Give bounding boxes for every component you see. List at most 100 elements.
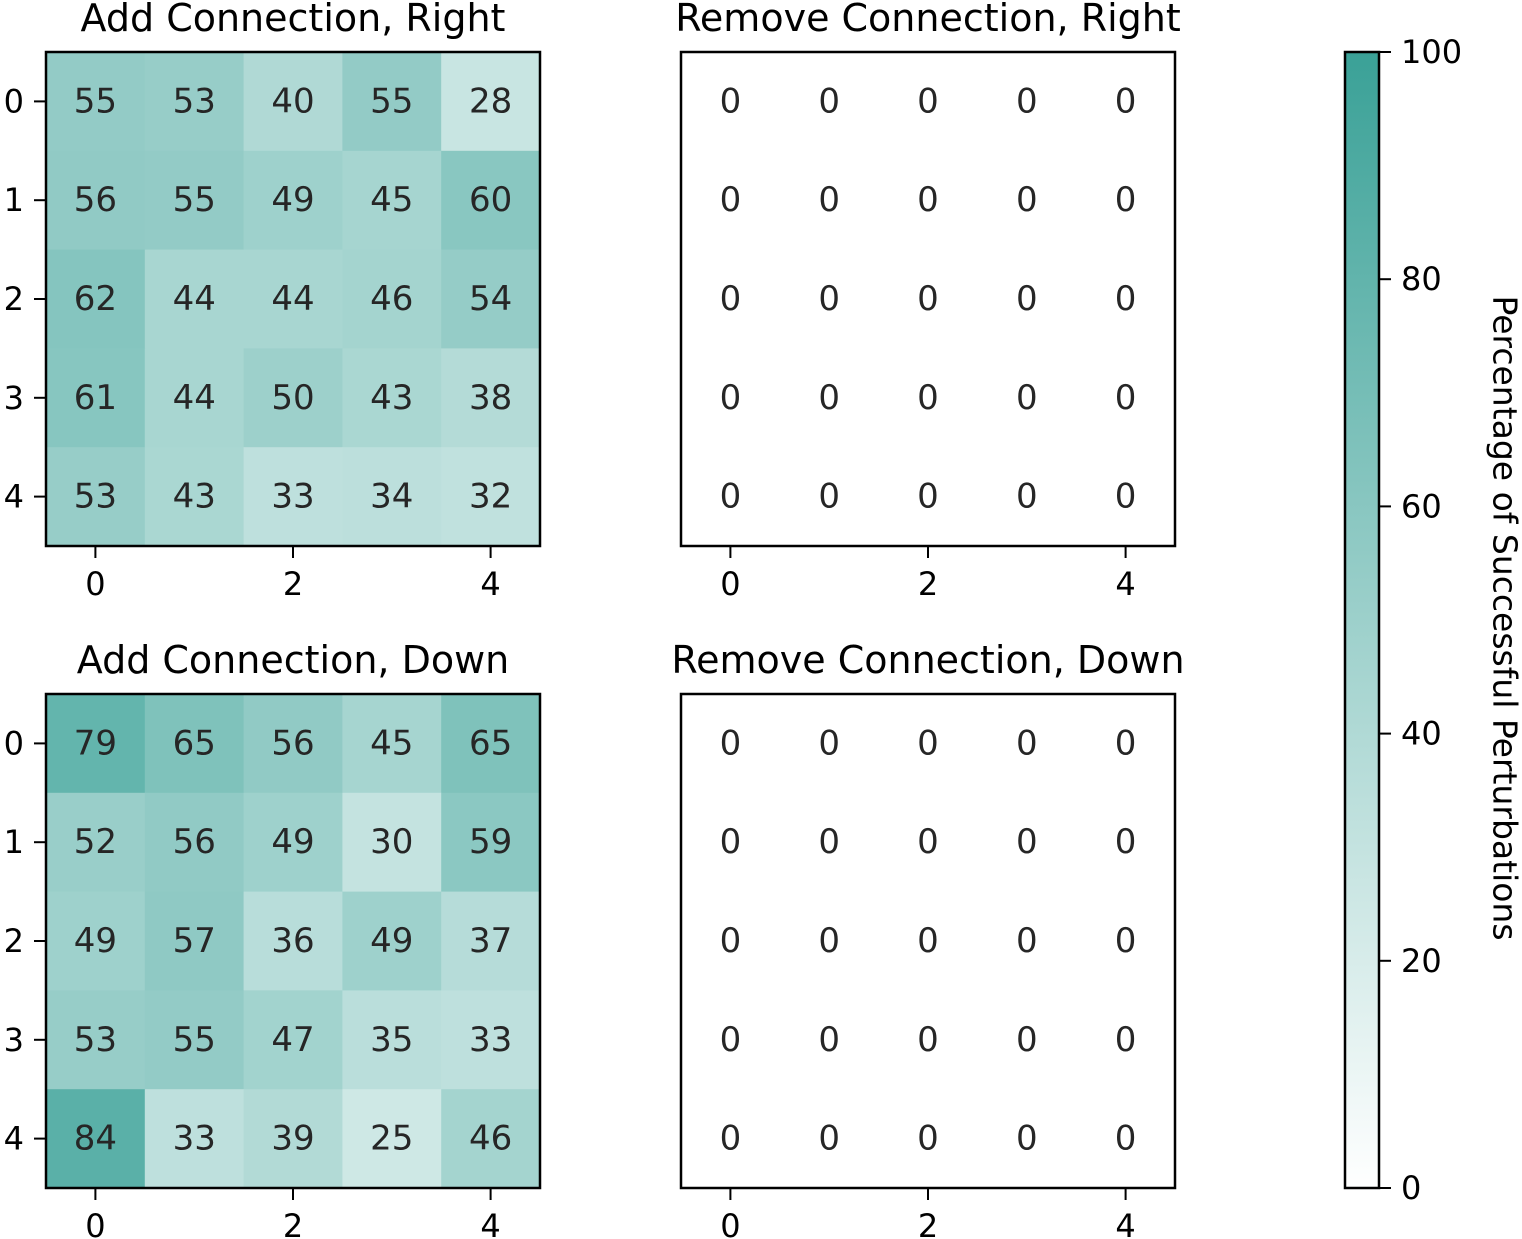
cell-value-label: 46 bbox=[469, 1119, 512, 1159]
cell-value-label: 55 bbox=[173, 1020, 216, 1060]
heatmap-cell bbox=[243, 694, 343, 794]
heatmap-cell bbox=[342, 792, 442, 893]
cell-value-label: 0 bbox=[917, 822, 939, 862]
cell-value-label: 0 bbox=[917, 1119, 939, 1159]
cell-value-label: 53 bbox=[173, 81, 216, 121]
heatmap-cell bbox=[342, 348, 442, 448]
heatmap-cell bbox=[441, 990, 541, 1090]
colorbar-tick-label: 80 bbox=[1401, 260, 1442, 298]
y-tick-label: 0 bbox=[4, 724, 24, 762]
cell-value-label: 28 bbox=[469, 81, 512, 121]
colorbar-frame bbox=[1343, 50, 1381, 1190]
cell-value-label: 55 bbox=[173, 180, 216, 220]
cell-value-label: 39 bbox=[271, 1119, 314, 1159]
cell-value-label: 0 bbox=[720, 81, 742, 121]
cell-value-label: 0 bbox=[720, 378, 742, 418]
x-tick-label: 0 bbox=[720, 565, 740, 603]
heatmap-cell bbox=[342, 990, 442, 1090]
panel-title: Remove Connection, Down bbox=[671, 638, 1184, 682]
cell-value-label: 0 bbox=[917, 1020, 939, 1060]
heatmap-cell bbox=[46, 990, 146, 1090]
heatmap-cell bbox=[441, 249, 541, 349]
colorbar-tick-label: 0 bbox=[1401, 1169, 1421, 1207]
colorbar-tick-label: 20 bbox=[1401, 942, 1442, 980]
x-tick-label: 2 bbox=[918, 1207, 938, 1239]
cell-value-label: 43 bbox=[173, 477, 216, 517]
cell-value-label: 0 bbox=[818, 723, 840, 763]
cell-value-label: 49 bbox=[271, 822, 314, 862]
heatmap-cell bbox=[243, 1089, 343, 1189]
heatmap-cell bbox=[144, 694, 245, 794]
heatmap-cell bbox=[46, 1089, 146, 1189]
cell-value-label: 0 bbox=[1115, 723, 1137, 763]
x-tick-label: 4 bbox=[480, 565, 500, 603]
panel-title: Add Connection, Down bbox=[77, 638, 510, 682]
cell-value-label: 57 bbox=[173, 921, 216, 961]
x-tick-label: 4 bbox=[480, 1207, 500, 1239]
cell-value-label: 56 bbox=[173, 822, 216, 862]
cell-value-label: 33 bbox=[469, 1020, 512, 1060]
cell-value-label: 46 bbox=[370, 279, 413, 319]
cell-value-label: 0 bbox=[1016, 180, 1038, 220]
heatmap-cell bbox=[342, 150, 442, 251]
cell-value-label: 0 bbox=[1016, 1020, 1038, 1060]
cell-value-label: 0 bbox=[720, 1119, 742, 1159]
cell-value-label: 0 bbox=[1016, 723, 1038, 763]
cell-value-label: 0 bbox=[720, 279, 742, 319]
heatmap-cell bbox=[144, 891, 245, 991]
cell-value-label: 0 bbox=[1115, 1119, 1137, 1159]
heatmap-cell bbox=[441, 52, 541, 152]
x-tick-label: 2 bbox=[283, 1207, 303, 1239]
heatmap-cell bbox=[144, 792, 245, 893]
cell-value-label: 56 bbox=[74, 180, 117, 220]
cell-value-label: 0 bbox=[720, 180, 742, 220]
cell-value-label: 0 bbox=[1016, 477, 1038, 517]
cell-value-label: 0 bbox=[818, 81, 840, 121]
cell-value-label: 0 bbox=[917, 279, 939, 319]
cell-value-label: 47 bbox=[271, 1020, 314, 1060]
x-tick-label: 0 bbox=[85, 1207, 105, 1239]
y-tick-label: 1 bbox=[4, 823, 24, 861]
heatmap-cell bbox=[243, 447, 343, 547]
cell-value-label: 33 bbox=[271, 477, 314, 517]
y-tick-label: 0 bbox=[4, 82, 24, 120]
cell-value-label: 56 bbox=[271, 723, 314, 763]
heatmap-cell bbox=[243, 990, 343, 1090]
heatmap-cell bbox=[342, 1089, 442, 1189]
cell-value-label: 0 bbox=[818, 378, 840, 418]
heatmap-cell bbox=[441, 150, 541, 251]
heatmap-cell bbox=[441, 891, 541, 991]
cell-value-label: 0 bbox=[818, 180, 840, 220]
heatmap-cell bbox=[46, 792, 146, 893]
cell-value-label: 0 bbox=[1016, 1119, 1038, 1159]
heatmap-cell bbox=[144, 990, 245, 1090]
cell-value-label: 65 bbox=[469, 723, 512, 763]
cell-value-label: 0 bbox=[1115, 180, 1137, 220]
cell-value-label: 44 bbox=[271, 279, 314, 319]
cell-value-label: 79 bbox=[74, 723, 117, 763]
heatmap-cell bbox=[342, 891, 442, 991]
heatmap-cell bbox=[46, 694, 146, 794]
cell-value-label: 0 bbox=[720, 1020, 742, 1060]
cell-value-label: 0 bbox=[818, 1119, 840, 1159]
cell-value-label: 35 bbox=[370, 1020, 413, 1060]
cell-value-label: 0 bbox=[917, 378, 939, 418]
x-tick-label: 2 bbox=[283, 565, 303, 603]
cell-value-label: 0 bbox=[917, 921, 939, 961]
heatmap-cell bbox=[243, 52, 343, 152]
cell-value-label: 0 bbox=[1016, 822, 1038, 862]
heatmap-cell bbox=[243, 249, 343, 349]
y-tick-label: 4 bbox=[4, 1120, 24, 1158]
cell-value-label: 0 bbox=[917, 477, 939, 517]
cell-value-label: 53 bbox=[74, 477, 117, 517]
cell-value-label: 0 bbox=[1016, 81, 1038, 121]
cell-value-label: 50 bbox=[271, 378, 314, 418]
cell-value-label: 0 bbox=[720, 477, 742, 517]
cell-value-label: 0 bbox=[1115, 279, 1137, 319]
cell-value-label: 0 bbox=[917, 81, 939, 121]
cell-value-label: 0 bbox=[818, 921, 840, 961]
panel-title: Remove Connection, Right bbox=[675, 0, 1181, 40]
cell-value-label: 53 bbox=[74, 1020, 117, 1060]
x-tick-label: 0 bbox=[720, 1207, 740, 1239]
cell-value-label: 49 bbox=[370, 921, 413, 961]
